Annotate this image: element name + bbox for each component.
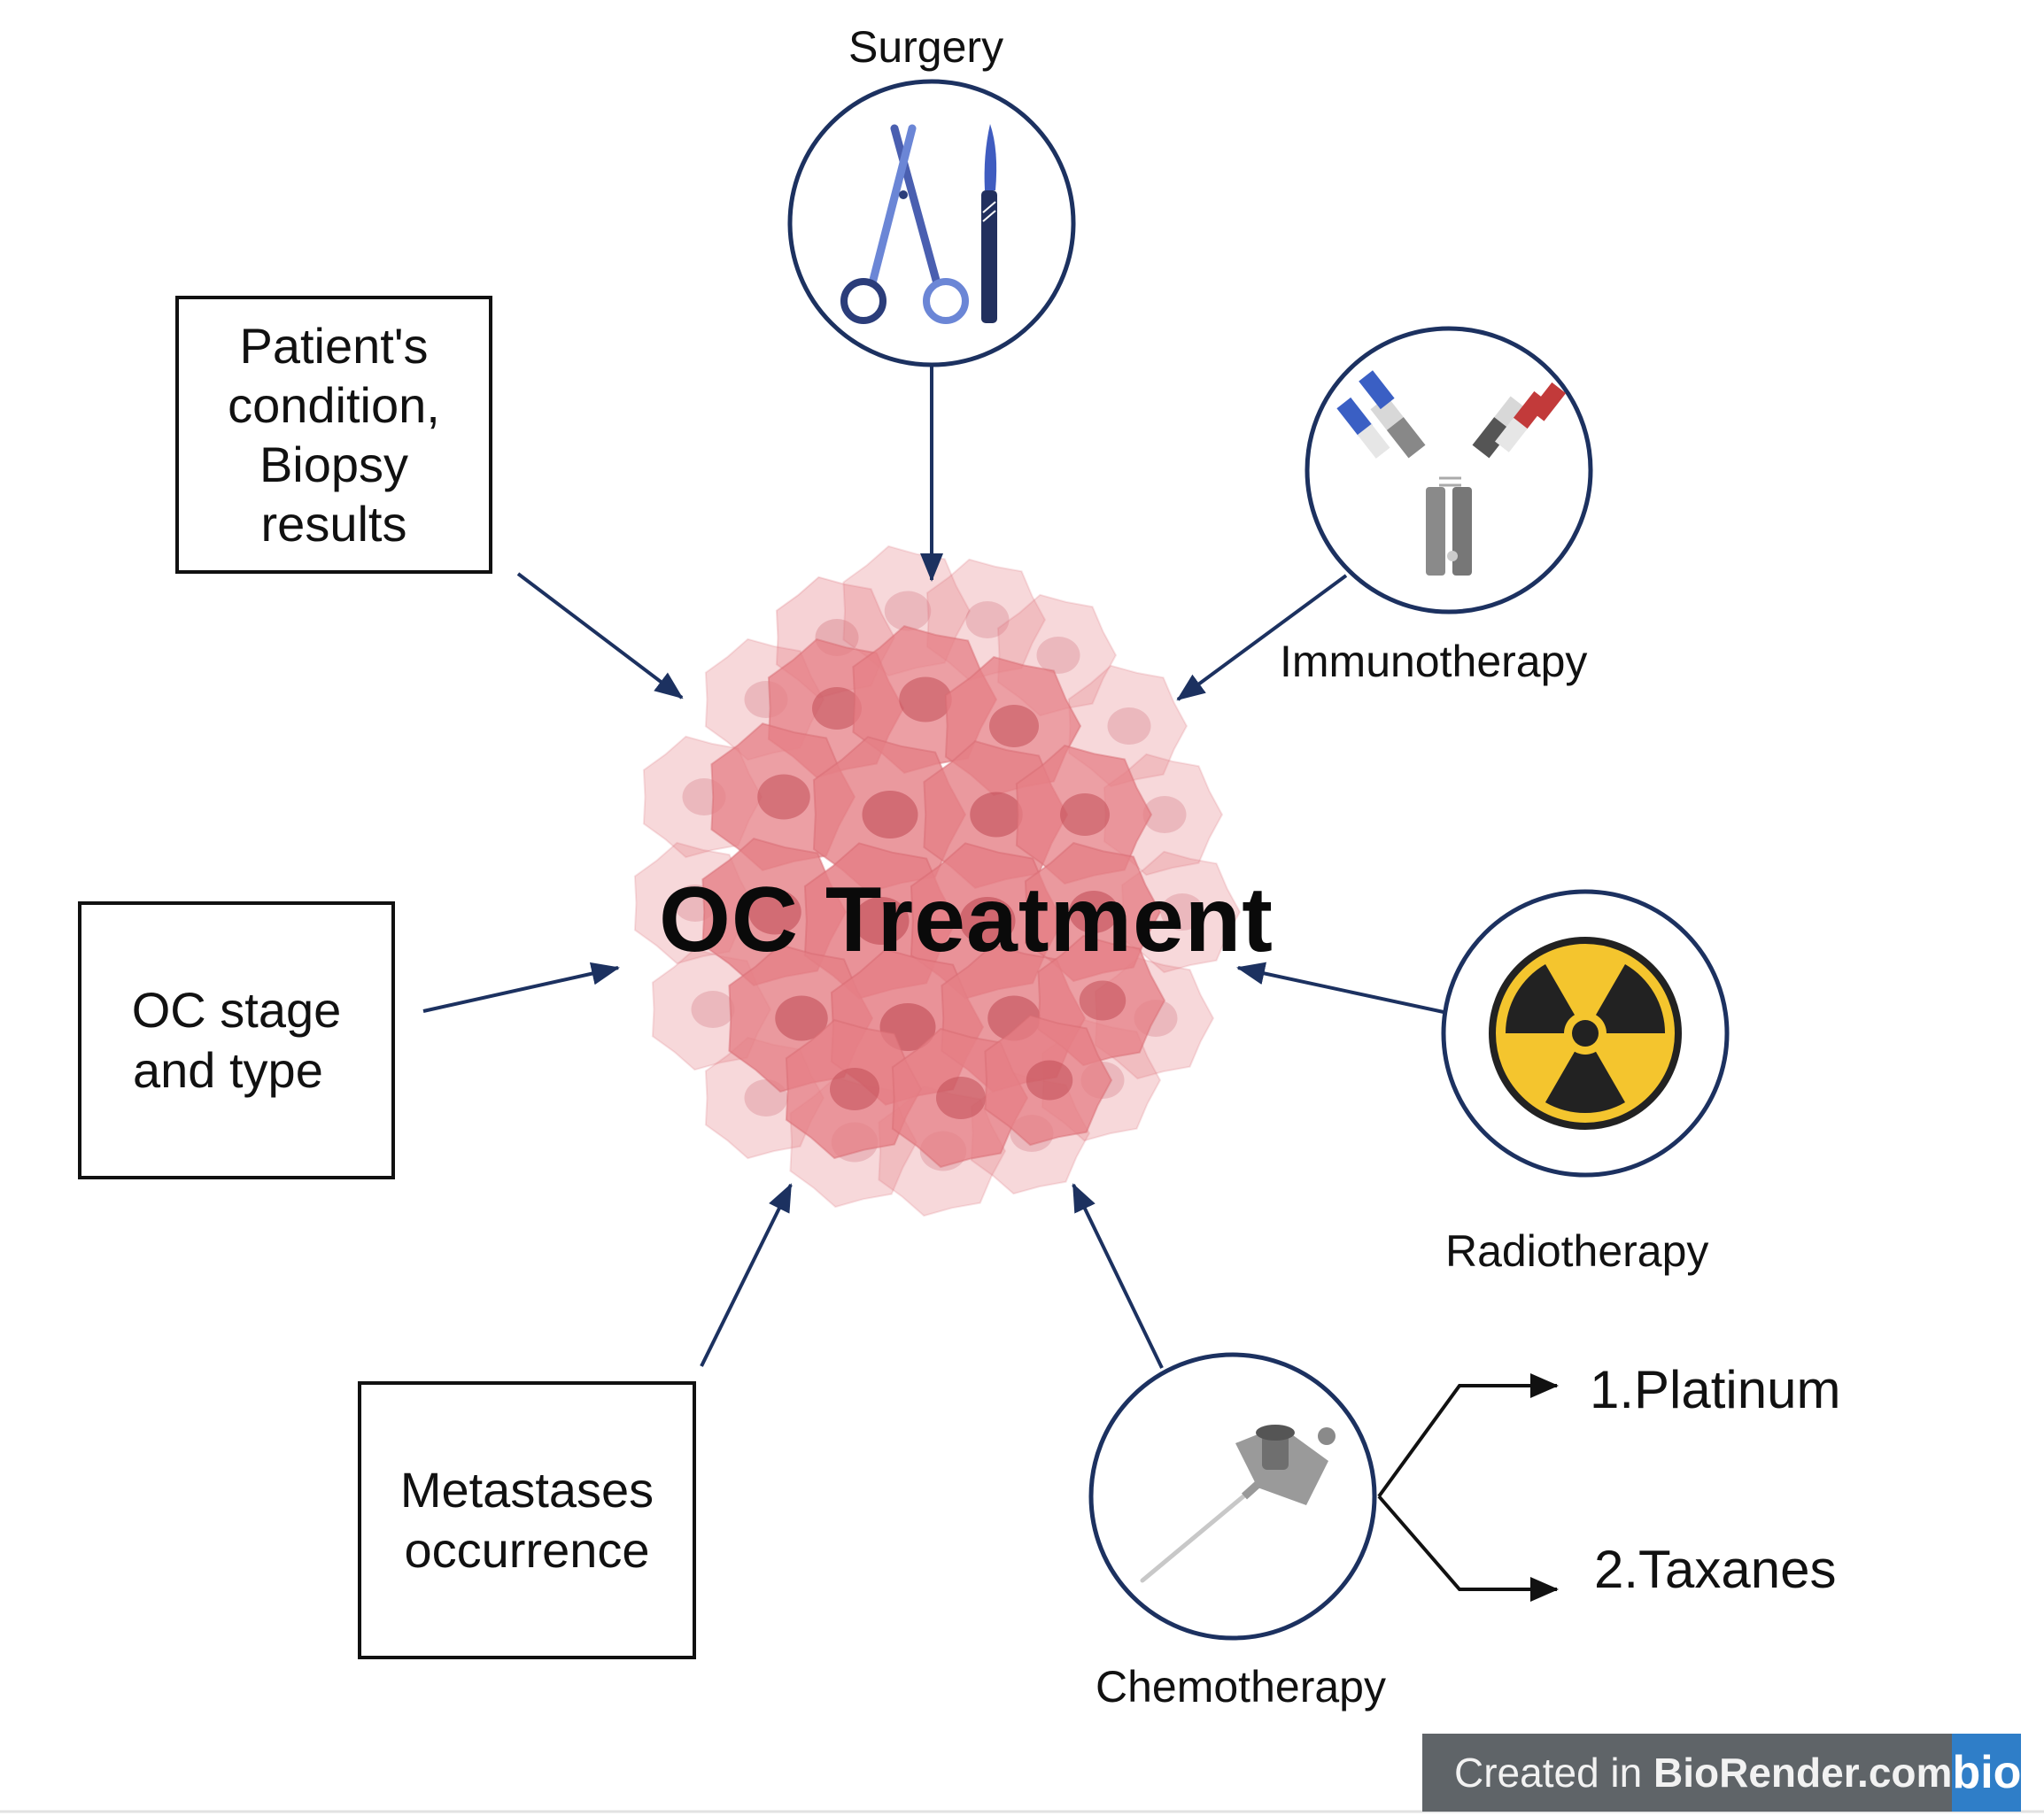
chemotherapy-circle — [1088, 1352, 1377, 1641]
surgery-node — [787, 79, 1076, 367]
metastases-line-1: Metastases — [399, 1462, 654, 1518]
tumor-cell-nucleus — [989, 705, 1039, 747]
drug-platinum: 1.Platinum — [1590, 1360, 1841, 1419]
tumor-cell-nucleus — [862, 791, 918, 838]
arrow-metastases — [700, 1183, 793, 1367]
chemotherapy-label: Chemotherapy — [1096, 1662, 1386, 1712]
radiotherapy-label: Radiotherapy — [1445, 1226, 1709, 1276]
branch-platinum — [1377, 1373, 1559, 1498]
arrow-patient — [516, 572, 684, 699]
arrow-immunotherapy — [1176, 574, 1348, 701]
scissors-icon — [840, 124, 969, 324]
tumor-cell-nucleus — [965, 601, 1010, 638]
metastases-box: Metastases occurrence — [360, 1383, 694, 1658]
badge-brand: BioRender.com — [1653, 1750, 1953, 1796]
tumor-cell-nucleus — [884, 591, 932, 631]
stage-box: OC stage and type — [80, 903, 393, 1178]
patient-line-4: results — [260, 496, 407, 552]
patient-line-1: Patient's — [239, 318, 429, 374]
surgery-circle — [787, 79, 1076, 367]
antibody-icon — [1336, 370, 1567, 576]
tumor-cell-nucleus — [775, 995, 828, 1041]
center-title: OC Treatment — [659, 869, 1274, 971]
badge-prefix: Created in — [1454, 1750, 1654, 1796]
drug-taxanes: 2.Taxanes — [1594, 1540, 1837, 1599]
tumor-cell-nucleus — [812, 687, 862, 730]
tumor-cell-nucleus — [830, 1068, 879, 1110]
arrow-chemotherapy — [1072, 1183, 1164, 1369]
tumor-cell-nucleus — [1079, 980, 1127, 1021]
chemotherapy-node — [1088, 1352, 1377, 1641]
arrow-radiotherapy — [1236, 962, 1444, 1014]
surgery-label: Surgery — [848, 22, 1004, 72]
patient-box-frame — [175, 296, 492, 574]
stage-line-1: OC stage — [131, 982, 342, 1038]
immunotherapy-label: Immunotherapy — [1280, 637, 1588, 686]
radiation-icon — [1489, 937, 1682, 1130]
tumor-cell-nucleus — [748, 889, 801, 935]
iv-catheter-icon — [1140, 1425, 1336, 1583]
badge-text: Created in BioRender.com — [1422, 1749, 1952, 1797]
patient-line-3: Biopsy — [259, 437, 409, 492]
tumor-cell-nucleus — [757, 774, 810, 820]
tumor-cell-nucleus — [899, 676, 952, 723]
tumor-cell-nucleus — [1026, 1060, 1073, 1101]
radiotherapy-node — [1441, 889, 1730, 1178]
chemo-branch — [1377, 1373, 1559, 1602]
biorender-badge[interactable]: Created in BioRender.com bio — [1422, 1734, 2022, 1812]
tumor-cell-nucleus — [1069, 891, 1119, 933]
tumor-cell-nucleus — [1160, 893, 1204, 931]
branch-taxanes — [1377, 1495, 1559, 1602]
scalpel-icon — [981, 124, 997, 323]
tumor-cell-nucleus — [936, 1077, 986, 1119]
stage-box-frame — [78, 901, 395, 1179]
tumor-cell-nucleus — [1060, 793, 1110, 836]
biorender-logo: bio — [1952, 1734, 2022, 1812]
tumor-cell-nucleus — [691, 991, 735, 1028]
stage-line-2: and type — [133, 1042, 323, 1098]
metastases-box-frame — [358, 1381, 696, 1659]
metastases-line-2: occurrence — [404, 1522, 650, 1578]
tumor-cell-nucleus — [970, 792, 1023, 838]
arrows — [422, 365, 1444, 1369]
tumor-cell-nucleus — [959, 897, 1016, 945]
immunotherapy-circle — [1305, 326, 1593, 614]
tumor-cell-nucleus — [1142, 796, 1187, 833]
tumor-cell-nucleus — [1036, 637, 1080, 674]
arrow-stage — [422, 962, 620, 1013]
immunotherapy-node — [1305, 326, 1593, 614]
patient-box: Patient's condition, Biopsy results — [177, 298, 491, 572]
tumor-cell-nucleus — [1107, 707, 1151, 745]
tumor-cell-nucleus — [853, 897, 910, 945]
patient-line-2: condition, — [228, 377, 440, 433]
